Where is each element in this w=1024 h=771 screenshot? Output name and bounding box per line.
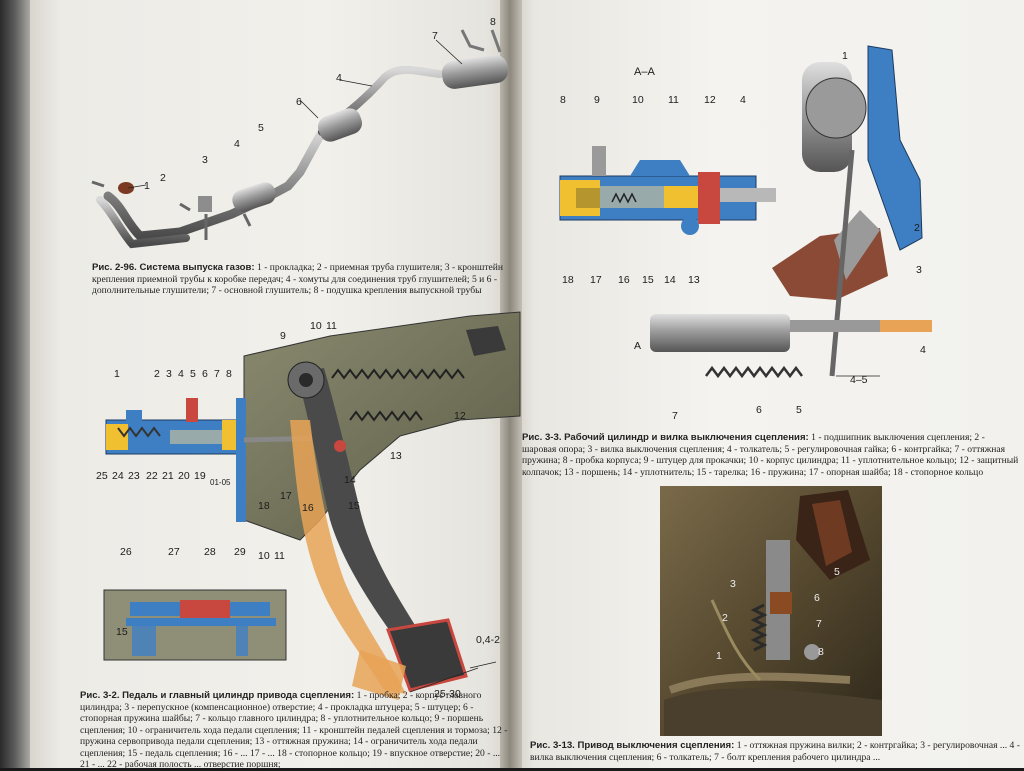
callout-label: 17 <box>590 274 602 286</box>
callout-label: 8 <box>560 94 566 106</box>
caption-title: Рис. 2-96. Система выпуска газов: <box>92 262 255 273</box>
exhaust-system-drawing <box>91 29 509 249</box>
callout-label: 3 <box>202 154 208 166</box>
callout-label: 4 <box>234 138 240 150</box>
callout-label: 8 <box>226 368 232 380</box>
callout-label: 15 <box>348 500 360 512</box>
callout-label: 2 <box>154 368 160 380</box>
callout-label: 13 <box>688 274 700 286</box>
caption-text: 1 - оттяжная пружина вилки; 2 - контргай… <box>530 740 1020 763</box>
dimension-label: 0,4-2 <box>476 634 500 646</box>
callout-label: 11 <box>326 320 337 332</box>
callout-label: 10 <box>632 94 644 106</box>
callout-label: 21 <box>162 470 174 482</box>
stamp-label: 01-05 <box>210 478 231 487</box>
callout-label: 2 <box>722 612 728 624</box>
callout-label: 1 <box>114 368 120 380</box>
caption-text: 1 - прокладка; 2 - приемная труба глушит… <box>92 262 504 296</box>
slave-cylinder-drawing <box>559 45 932 379</box>
callout-label: 14 <box>344 474 356 486</box>
callout-label: 4 <box>178 368 184 380</box>
figure-caption-3-13: Рис. 3-13. Привод выключения сцепления: … <box>530 740 1024 763</box>
callout-label: 6 <box>202 368 208 380</box>
callout-label: 3 <box>730 578 736 590</box>
callout-label: 11 <box>668 94 679 106</box>
callout-label: 5 <box>258 122 264 134</box>
callout-label: 3 <box>916 264 922 276</box>
callout-label: 27 <box>168 546 180 558</box>
callout-label: 3 <box>166 368 172 380</box>
callout-label: 18 <box>562 274 574 286</box>
callout-label: 4 <box>336 72 342 84</box>
callout-label: 12 <box>454 410 466 422</box>
callout-label: 9 <box>280 330 286 342</box>
callout-label: 22 <box>146 470 158 482</box>
caption-title: Рис. 3-2. Педаль и главный цилиндр приво… <box>80 690 355 701</box>
callout-label: 6 <box>296 96 302 108</box>
caption-title: Рис. 3-13. Привод выключения сцепления: <box>530 740 735 751</box>
figure-caption-2-96: Рис. 2-96. Система выпуска газов: 1 - пр… <box>92 262 506 297</box>
callout-label: 6 <box>814 592 820 604</box>
callout-label: 1 <box>842 50 848 62</box>
callout-label: 9 <box>594 94 600 106</box>
callout-label: 7 <box>432 30 438 42</box>
callout-label: 11 <box>274 550 285 562</box>
caption-title: Рис. 3-3. Рабочий цилиндр и вилка выключ… <box>522 432 809 443</box>
callout-label: 10 <box>310 320 322 332</box>
callout-label: 17 <box>280 490 292 502</box>
callout-label: 8 <box>818 646 824 658</box>
callout-label: 6 <box>756 404 762 416</box>
callout-label: 20 <box>178 470 190 482</box>
callout-label: 14 <box>664 274 676 286</box>
callout-label: 24 <box>112 470 124 482</box>
callout-label: 2 <box>160 172 166 184</box>
callout-label: 4 <box>920 344 926 356</box>
callout-label: 7 <box>816 618 822 630</box>
callout-label: 1 <box>144 180 150 192</box>
dimension-label: 4–5 <box>850 374 868 386</box>
callout-label: 15 <box>116 626 128 638</box>
dimension-label: 25-30 <box>434 688 461 700</box>
section-label: А–А <box>634 66 655 78</box>
callout-label: 10 <box>258 550 270 562</box>
callout-label: 23 <box>128 470 140 482</box>
callout-label: 19 <box>194 470 206 482</box>
callout-label: 7 <box>214 368 220 380</box>
figure-caption-3-3: Рис. 3-3. Рабочий цилиндр и вилка выключ… <box>522 432 1020 478</box>
caption-text: 1 - пробка; 2 - корпус главного цилиндра… <box>80 690 508 770</box>
callout-label: 1 <box>716 650 722 662</box>
callout-label: 15 <box>642 274 654 286</box>
section-mark: А <box>634 340 642 352</box>
callout-label: 18 <box>258 500 270 512</box>
callout-label: 4 <box>740 94 746 106</box>
callout-label: 13 <box>390 450 402 462</box>
callout-label: 26 <box>120 546 132 558</box>
callout-label: 29 <box>234 546 246 558</box>
callout-label: 5 <box>834 566 840 578</box>
caption-text: 1 - подшипник выключения сцепления; 2 - … <box>522 432 1019 478</box>
callout-label: 25 <box>96 470 108 482</box>
callout-label: 5 <box>190 368 196 380</box>
pedal-master-cylinder-drawing <box>103 311 521 700</box>
callout-label: 16 <box>302 502 314 514</box>
callout-label: 8 <box>490 16 496 28</box>
clutch-drive-photo <box>660 486 882 736</box>
figure-caption-3-2: Рис. 3-2. Педаль и главный цилиндр приво… <box>80 690 510 771</box>
callout-label: 5 <box>796 404 802 416</box>
callout-label: 12 <box>704 94 716 106</box>
callout-label: 16 <box>618 274 630 286</box>
callout-label: 7 <box>672 410 678 422</box>
callout-label: 2 <box>914 222 920 234</box>
callout-label: 28 <box>204 546 216 558</box>
